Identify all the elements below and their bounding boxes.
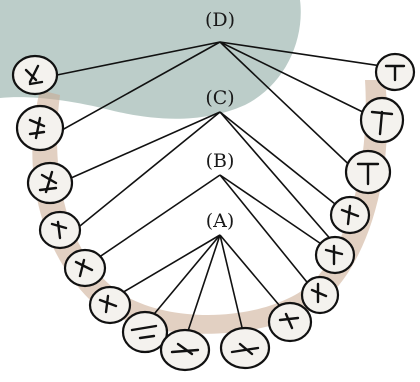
tooth-left-molar-3	[11, 54, 59, 96]
line-d-1	[51, 41, 221, 77]
line-c-4	[219, 111, 346, 213]
label-b: (B)	[206, 150, 235, 172]
tooth-left-premolar-1	[63, 248, 107, 288]
label-a: (A)	[206, 210, 235, 232]
tooth-left-molar-2	[15, 104, 65, 152]
tooth-right-canine	[300, 275, 340, 315]
line-d-4	[219, 41, 376, 119]
shaded-region	[0, 0, 301, 119]
line-a-2	[144, 234, 221, 326]
line-b-2	[219, 174, 331, 251]
connector-lines	[51, 41, 396, 341]
label-c: (C)	[205, 87, 234, 109]
label-d: (D)	[205, 9, 235, 31]
line-b-1	[91, 174, 221, 263]
teeth	[11, 52, 416, 372]
line-c-3	[219, 41, 361, 176]
line-a-5	[219, 234, 291, 319]
line-b-3	[219, 111, 341, 251]
line-d-3	[219, 41, 396, 69]
line-a-4	[219, 234, 246, 341]
tooth-left-molar-1	[26, 161, 74, 205]
tooth-left-incisor-2	[121, 310, 169, 354]
line-a-6	[219, 174, 316, 293]
line-a-1	[109, 234, 221, 301]
tooth-details	[24, 64, 406, 356]
line-c-2	[74, 111, 221, 231]
line-d-2	[61, 41, 221, 131]
line-c-1	[61, 111, 221, 183]
line-a-3	[184, 234, 221, 341]
